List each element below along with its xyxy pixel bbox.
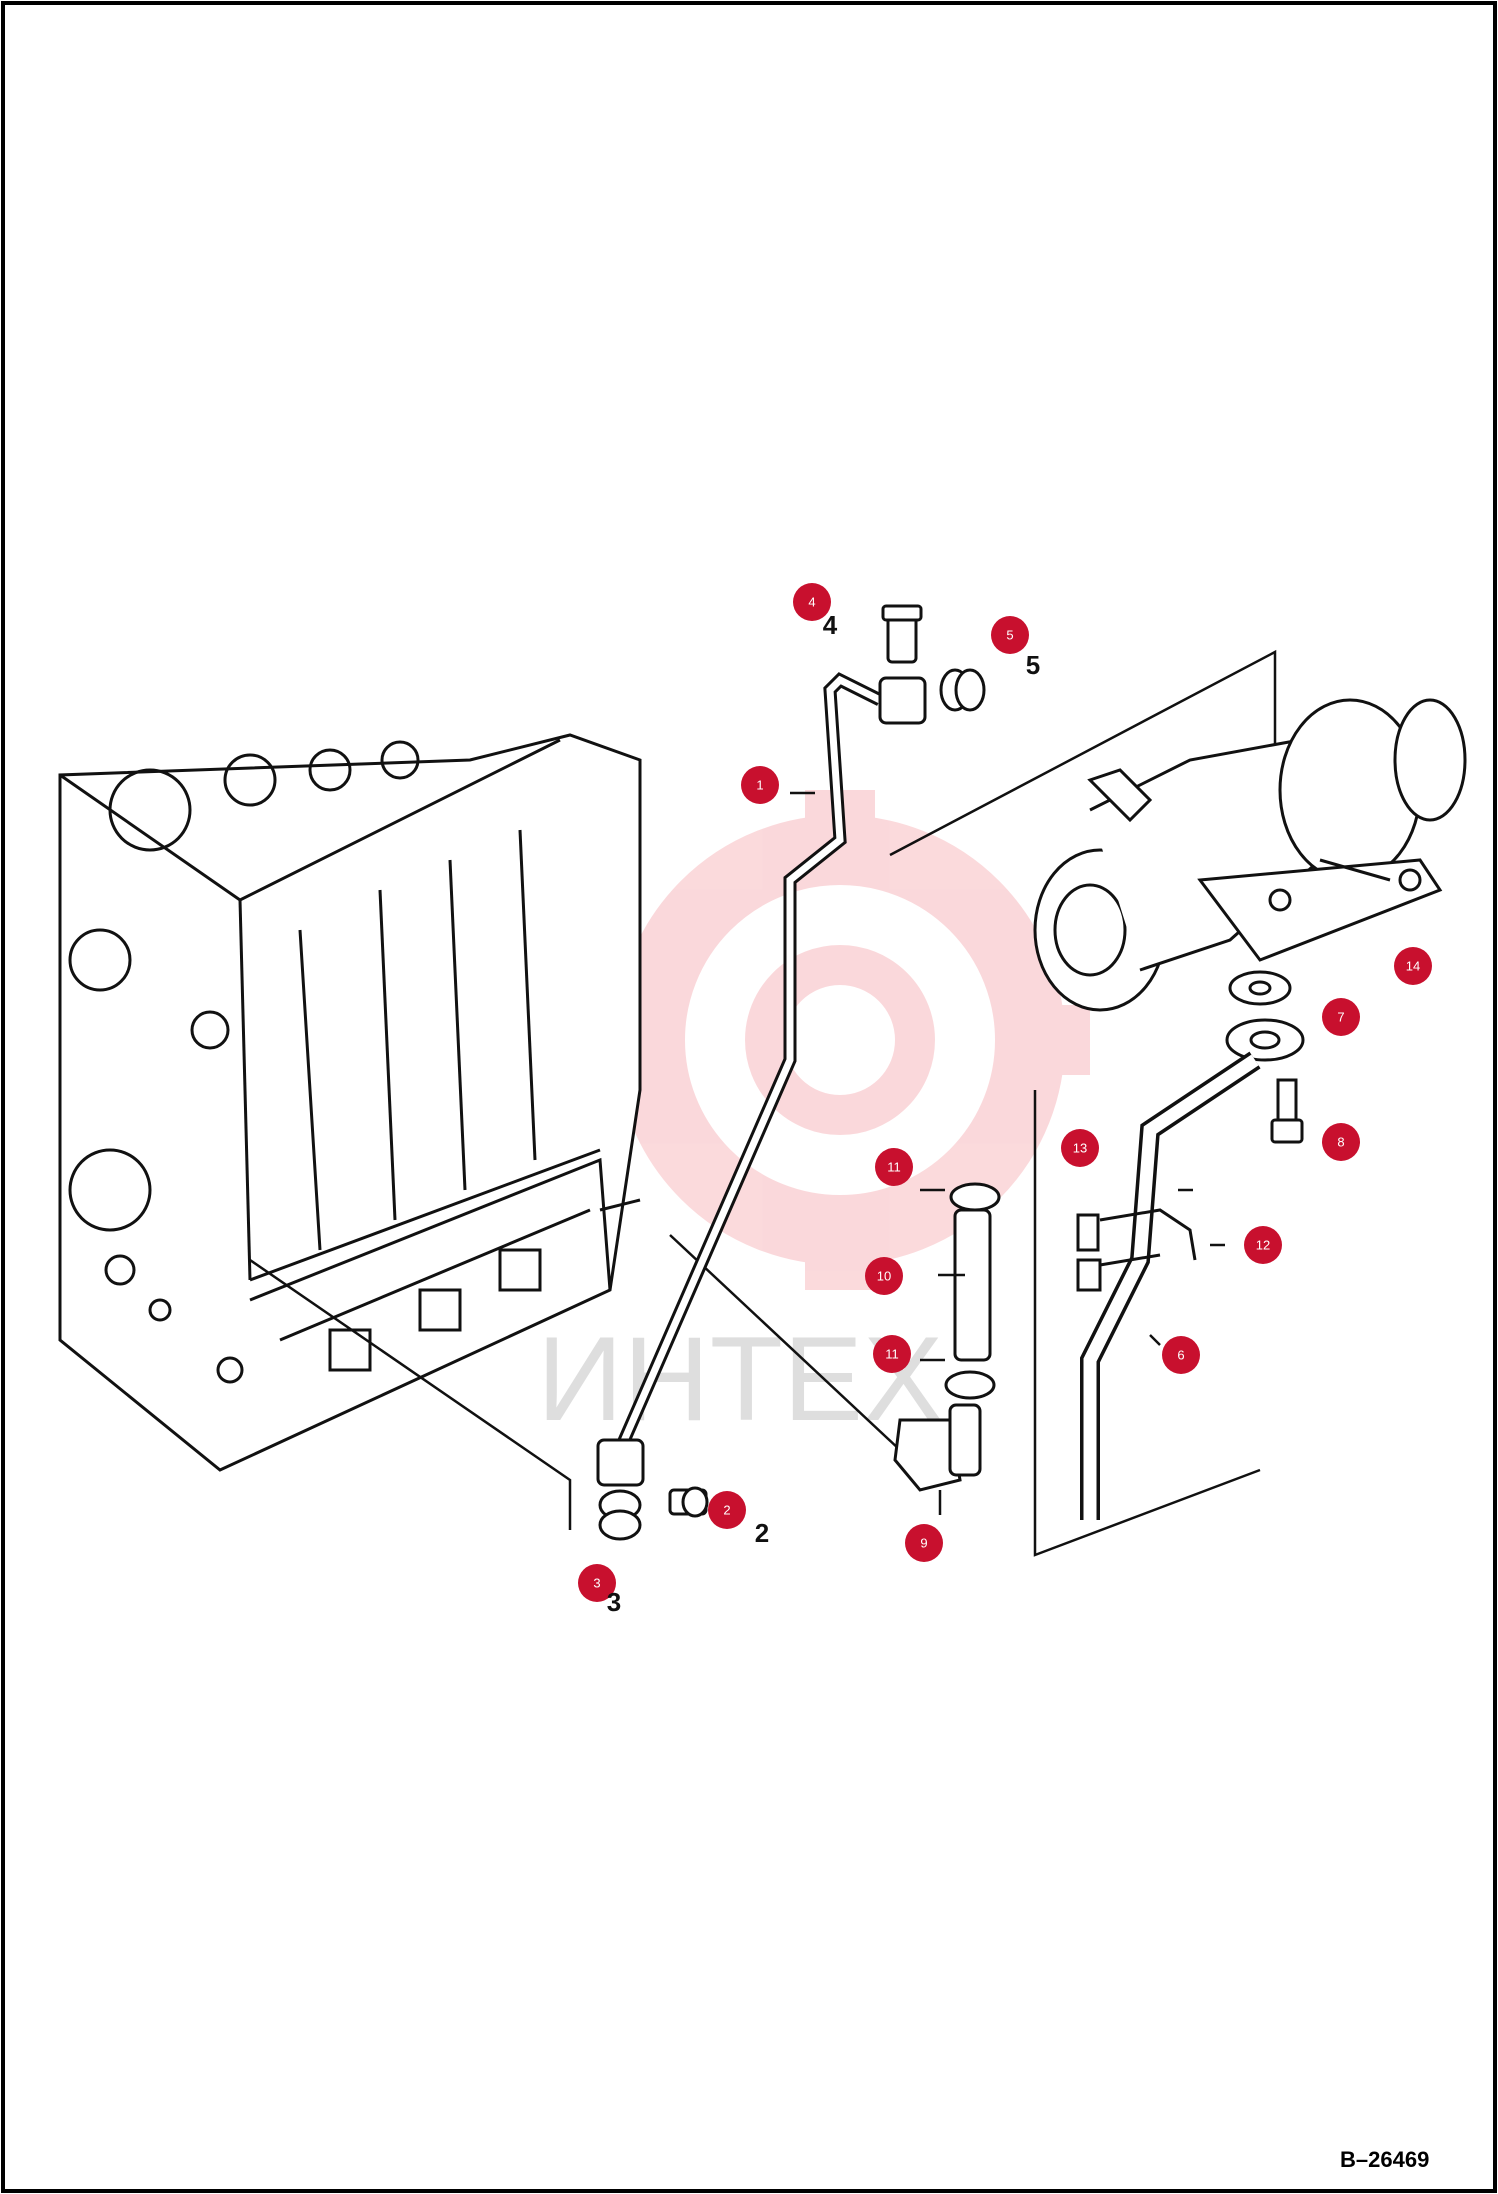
plain-number-2: 2 [755, 1518, 769, 1548]
callout-3[interactable]: 3 [578, 1564, 616, 1602]
clip-11-lower [944, 1370, 996, 1400]
callout-14[interactable]: 14 [1394, 947, 1432, 985]
screw-13 [1076, 1213, 1102, 1292]
svg-text:3: 3 [593, 1576, 600, 1591]
plain-number-4: 4 [823, 610, 838, 640]
clip-11-upper [949, 1182, 1001, 1212]
callout-9[interactable]: 9 [905, 1524, 943, 1562]
panel-outline [249, 649, 1277, 1557]
svg-text:11: 11 [887, 1160, 901, 1175]
callout-6[interactable]: 6 [1162, 1336, 1200, 1374]
bolt-8 [1270, 1078, 1304, 1144]
svg-text:8: 8 [1337, 1135, 1344, 1150]
callout-1[interactable]: 1 [741, 766, 779, 804]
banjo-fitting-top [878, 604, 986, 725]
callout-13[interactable]: 13 [1061, 1129, 1099, 1167]
svg-text:7: 7 [1337, 1010, 1344, 1025]
oil-pipe-6 [1080, 1051, 1261, 1520]
callout-2[interactable]: 2 [708, 1491, 746, 1529]
svg-text:1: 1 [756, 778, 763, 793]
svg-text:11: 11 [885, 1347, 899, 1362]
callout-11-lower[interactable]: 11 [873, 1335, 911, 1373]
svg-text:5: 5 [1006, 628, 1013, 643]
plain-number-5: 5 [1026, 650, 1040, 680]
gasket-5 [939, 668, 986, 712]
callout-11-upper[interactable]: 11 [875, 1148, 913, 1186]
callout-4[interactable]: 4 [793, 583, 831, 621]
callout-8[interactable]: 8 [1322, 1123, 1360, 1161]
banjo-fitting-bottom [596, 1438, 709, 1541]
plain-number-3: 3 [607, 1587, 621, 1617]
clamp-12 [1099, 1208, 1197, 1267]
callout-10[interactable]: 10 [865, 1257, 903, 1295]
oil-pipe-1 [614, 672, 883, 1453]
svg-text:4: 4 [808, 595, 815, 610]
callout-12[interactable]: 12 [1244, 1226, 1282, 1264]
svg-text:2: 2 [723, 1503, 730, 1518]
svg-text:9: 9 [920, 1536, 927, 1551]
watermark-text: ИНТЕХ [537, 1312, 943, 1446]
svg-text:10: 10 [877, 1269, 891, 1284]
svg-text:14: 14 [1406, 959, 1420, 974]
svg-text:13: 13 [1073, 1141, 1087, 1156]
turbocharger [1033, 698, 1467, 1012]
gasket-7 [1225, 970, 1305, 1062]
engine-block [58, 733, 642, 1472]
svg-text:12: 12 [1256, 1238, 1270, 1253]
union-9 [893, 1403, 982, 1492]
callout-7[interactable]: 7 [1322, 998, 1360, 1036]
callout-5[interactable]: 5 [991, 616, 1029, 654]
svg-text:6: 6 [1177, 1348, 1184, 1363]
figure-reference-code: B–26469 [1340, 2147, 1429, 2172]
